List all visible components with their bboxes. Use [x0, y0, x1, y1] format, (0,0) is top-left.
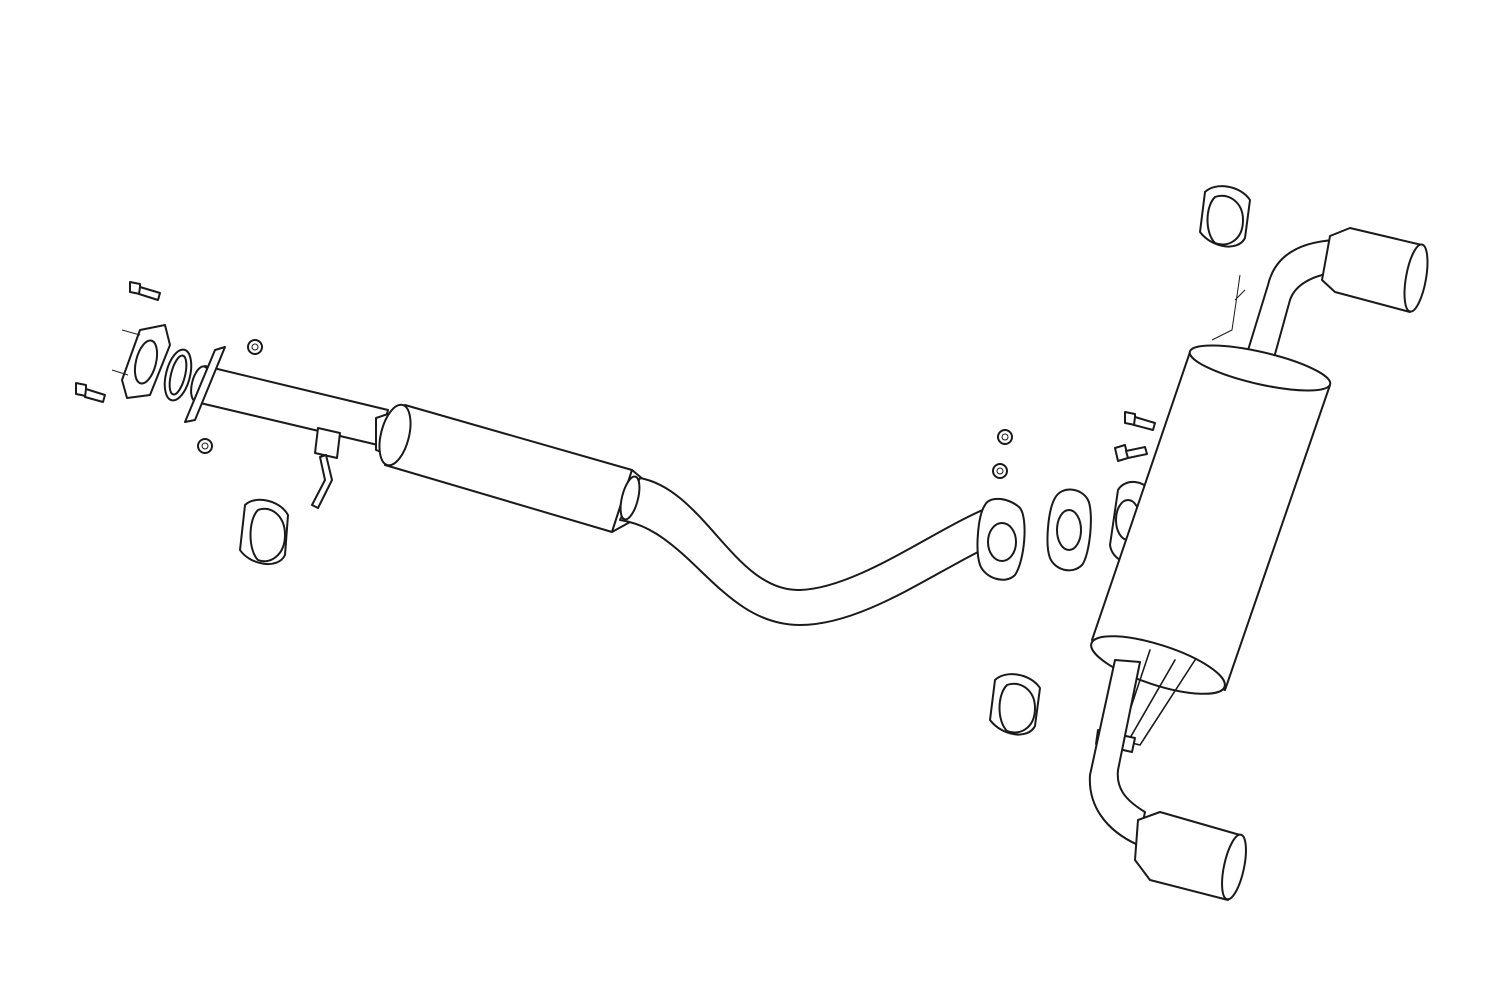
rubber-hanger	[989, 673, 1041, 736]
front-flange	[121, 324, 171, 399]
rubber-hanger	[239, 498, 289, 565]
mid-pipe	[619, 475, 1006, 626]
nut	[247, 339, 263, 355]
resonator	[375, 403, 651, 533]
nut	[997, 429, 1013, 445]
front-pipe-flange-plate	[184, 346, 226, 423]
lower-exhaust-tip	[1134, 811, 1247, 901]
bolt	[121, 281, 161, 336]
muffler	[1090, 344, 1332, 695]
mid-pipe-flange	[976, 497, 1026, 581]
bolt	[1124, 411, 1156, 431]
nut	[197, 438, 213, 454]
flange-gasket	[1046, 488, 1092, 572]
bolt	[75, 369, 129, 403]
front-gasket-ring	[163, 348, 193, 402]
nut	[992, 463, 1008, 479]
rubber-hanger	[1199, 185, 1251, 248]
upper-exhaust-tip	[1321, 227, 1429, 313]
bolt	[1114, 444, 1148, 462]
pipe-clamp-bracket	[311, 427, 341, 509]
front-pipe	[190, 365, 389, 446]
